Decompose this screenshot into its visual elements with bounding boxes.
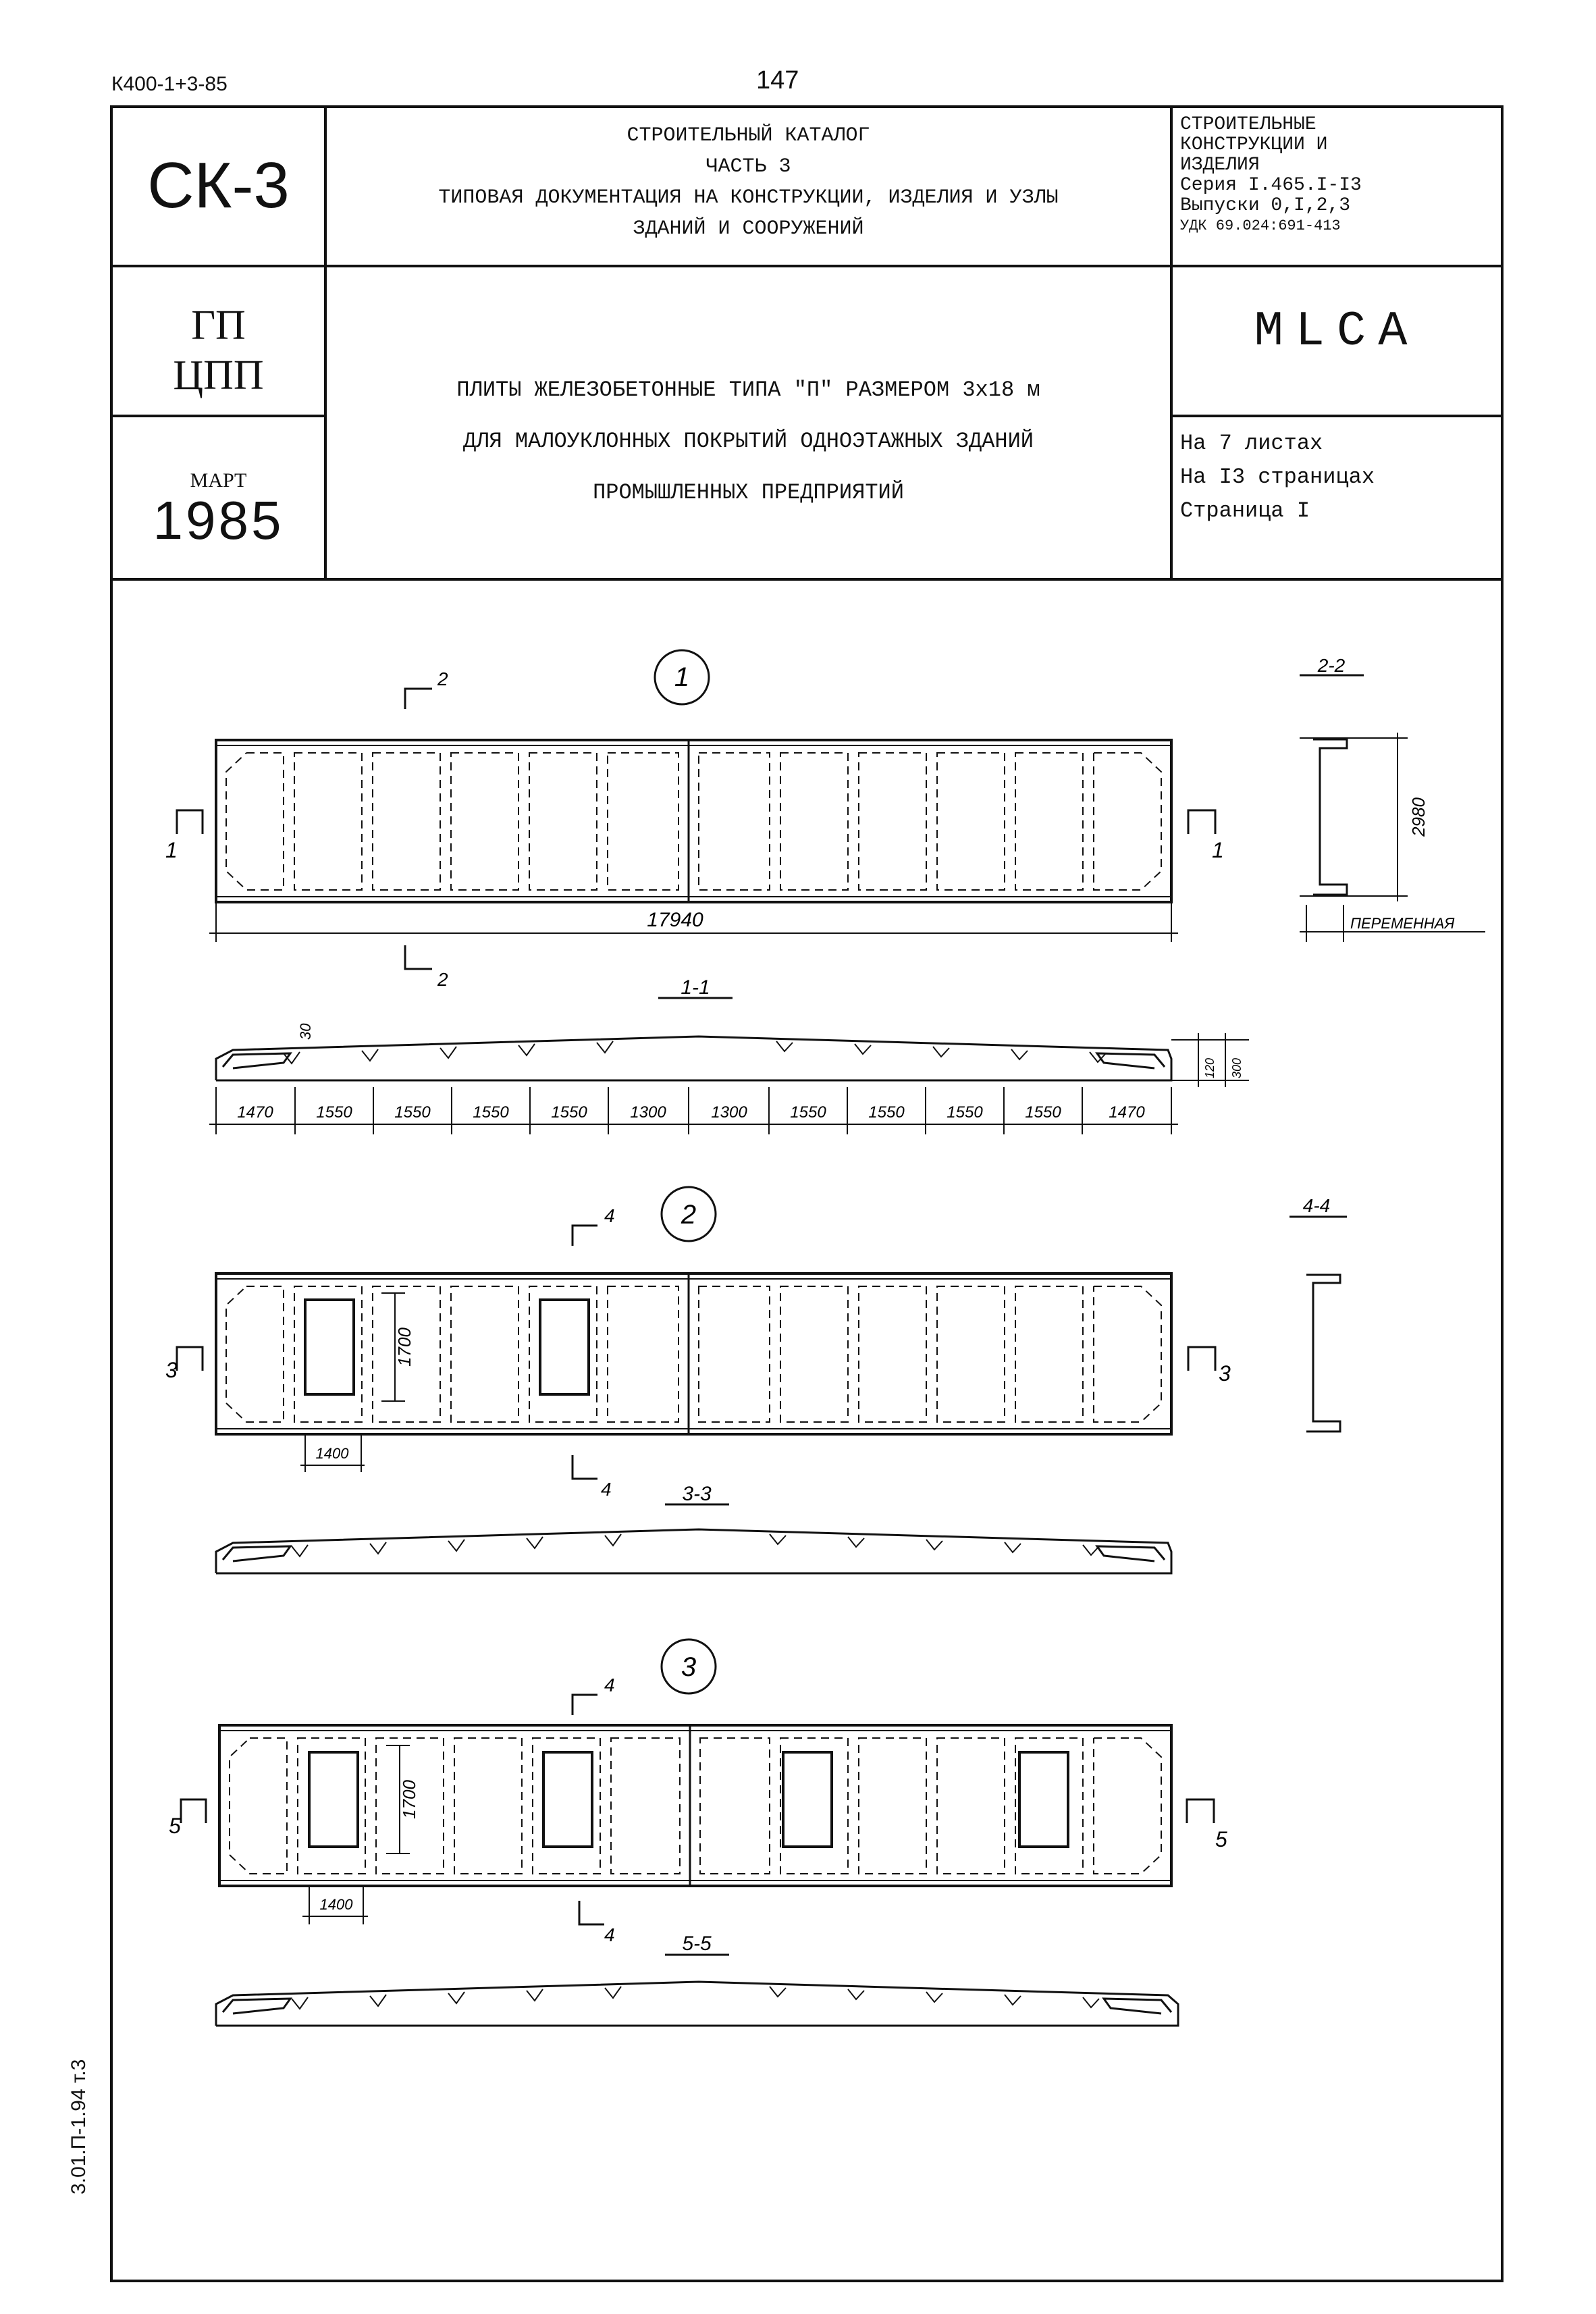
segment-dim: 1550 <box>473 1103 509 1122</box>
variant-label: 2 <box>681 1200 696 1230</box>
opening-width-dim: 1400 <box>320 1896 354 1913</box>
title-line: ДЛЯ МАЛОУКЛОННЫХ ПОКРЫТИЙ ОДНОЭТАЖНЫХ ЗД… <box>463 429 1034 454</box>
segment-dim: 1550 <box>551 1103 587 1122</box>
document-title: ПЛИТЫ ЖЕЛЕЗОБЕТОННЫЕ ТИПА "П" РАЗМЕРОМ 3… <box>325 365 1171 519</box>
section-info: СТРОИТЕЛЬНЫЕ КОНСТРУКЦИИ И ИЗДЕЛИЯ Серия… <box>1180 115 1497 236</box>
profile-5-5 <box>215 1953 1179 2027</box>
sheets-info: На 7 листах На I3 страницах Страница I <box>1180 427 1497 528</box>
cut-mark: 3 <box>165 1358 178 1382</box>
variable-note: ПЕРЕМЕННАЯ <box>1350 915 1455 932</box>
document-code: К400-1+3-85 <box>111 73 228 95</box>
sheets-line: На 7 листах <box>1180 431 1323 456</box>
segment-dim: 1300 <box>630 1103 666 1122</box>
cut-mark: 5 <box>169 1814 181 1838</box>
profile-1-1 <box>209 997 1249 1134</box>
cut-mark: 3 <box>1219 1361 1231 1386</box>
section-line: УДК 69.024:691-413 <box>1180 217 1341 234</box>
cut-mark: 5 <box>1215 1827 1227 1851</box>
section-title: 4-4 <box>1303 1195 1330 1216</box>
overall-length: 17940 <box>647 909 703 931</box>
section-title: 2-2 <box>1317 655 1346 676</box>
segment-dim: 1550 <box>947 1103 983 1122</box>
end-height-dim: 120 <box>1203 1058 1217 1078</box>
code-word: МLСА <box>1254 304 1420 359</box>
organization: ГП ЦПП <box>111 300 325 400</box>
segment-dim: 1550 <box>1025 1103 1061 1122</box>
title-line: ПРОМЫШЛЕННЫХ ПРЕДПРИЯТИЙ <box>593 480 904 505</box>
plan-variant-3 <box>180 1638 1215 1926</box>
cut-mark: 4 <box>604 1924 615 1945</box>
section-line: Серия I.465.I-I3 <box>1180 175 1362 196</box>
segment-dim: 1550 <box>790 1103 826 1122</box>
rib-top-dim: 30 <box>297 1023 314 1040</box>
profile-3-3 <box>215 1503 1173 1575</box>
section-2-2 <box>1300 674 1485 942</box>
section-height: 2980 <box>1408 797 1429 837</box>
cut-mark: 1 <box>165 838 178 862</box>
cut-mark: 4 <box>604 1675 615 1695</box>
section-line: КОНСТРУКЦИИ И <box>1180 134 1328 155</box>
section-line: СТРОИТЕЛЬНЫЕ <box>1180 114 1316 135</box>
title-line: ПЛИТЫ ЖЕЛЕЗОБЕТОННЫЕ ТИПА "П" РАЗМЕРОМ 3… <box>456 377 1040 402</box>
variant-label: 3 <box>681 1652 696 1682</box>
segment-dim: 1550 <box>316 1103 352 1122</box>
section-line: ИЗДЕЛИЯ <box>1180 155 1260 176</box>
cut-mark: 4 <box>604 1205 615 1226</box>
catalog-line: СТРОИТЕЛЬНЫЙ КАТАЛОГ <box>627 124 870 147</box>
plan-variant-1 <box>176 649 1217 970</box>
segment-dim: 1470 <box>1109 1103 1145 1122</box>
segment-dim: 1300 <box>711 1103 747 1122</box>
series-code: СК-3 <box>147 149 290 221</box>
year: 1985 <box>153 490 284 550</box>
section-title: 3-3 <box>682 1483 712 1505</box>
opening-width-dim: 1400 <box>316 1445 350 1462</box>
end-height-dim: 300 <box>1230 1058 1244 1078</box>
catalog-line: ЧАСТЬ 3 <box>706 155 791 178</box>
org-line: ГП <box>191 303 246 348</box>
cut-mark: 2 <box>437 969 448 990</box>
catalog-line: ТИПОВАЯ ДОКУМЕНТАЦИЯ НА КОНСТРУКЦИИ, ИЗД… <box>438 186 1059 209</box>
page-number: 147 <box>756 66 799 95</box>
plan-variant-2 <box>176 1186 1217 1480</box>
cut-mark: 2 <box>437 668 448 689</box>
section-title: 5-5 <box>682 1932 712 1955</box>
section-4-4 <box>1289 1215 1347 1433</box>
opening-height-dim: 1700 <box>399 1780 419 1819</box>
month: МАРТ <box>190 469 247 492</box>
segment-dim: 1550 <box>868 1103 905 1122</box>
sheets-line: Страница I <box>1180 498 1310 523</box>
cut-mark: 4 <box>601 1479 612 1500</box>
variant-label: 1 <box>674 662 689 692</box>
segment-dim: 1470 <box>237 1103 273 1122</box>
date-block: МАРТ 1985 <box>111 469 325 549</box>
sheets-line: На I3 страницах <box>1180 465 1375 490</box>
segment-dim: 1550 <box>394 1103 431 1122</box>
cut-mark: 1 <box>1212 838 1224 862</box>
org-line: ЦПП <box>173 352 264 398</box>
catalog-line: ЗДАНИЙ И СООРУЖЕНИЙ <box>633 217 864 240</box>
catalog-heading: СТРОИТЕЛЬНЫЙ КАТАЛОГ ЧАСТЬ 3 ТИПОВАЯ ДОК… <box>325 120 1171 244</box>
opening-height-dim: 1700 <box>394 1327 415 1367</box>
section-title: 1-1 <box>681 976 710 999</box>
section-line: Выпуски 0,I,2,3 <box>1180 195 1351 216</box>
